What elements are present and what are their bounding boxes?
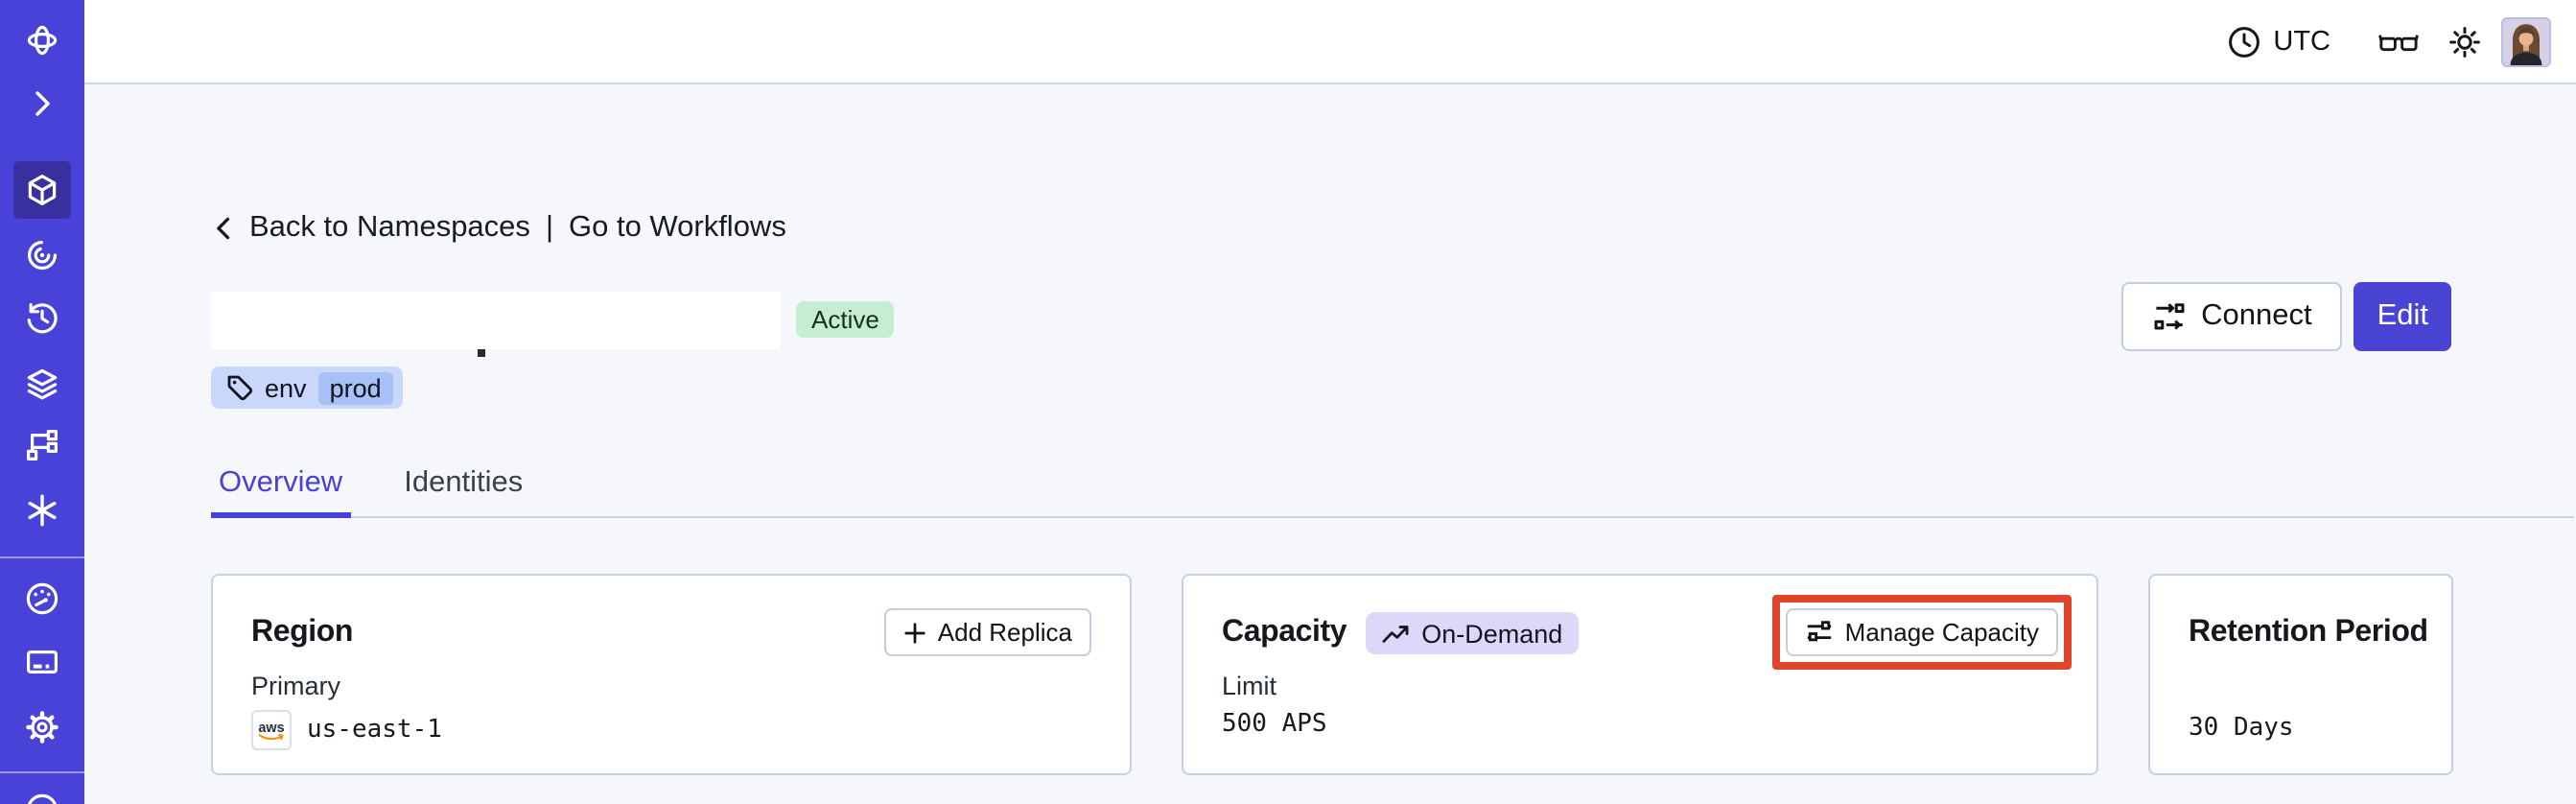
aws-logo: aws: [251, 710, 292, 750]
capacity-row-label: Limit: [1222, 672, 1277, 700]
aws-smile-swoosh: [258, 734, 284, 741]
back-chevron-icon[interactable]: [211, 213, 238, 244]
tabs: Overview Identities: [211, 466, 2574, 518]
breadcrumb: Back to Namespaces | Go to Workflows: [211, 84, 2453, 246]
connect-icon: [2153, 303, 2184, 330]
tabs-divider: [213, 516, 2574, 518]
manage-capacity-button[interactable]: Manage Capacity: [1785, 608, 2058, 656]
retention-value: 30 Days: [2189, 714, 2294, 743]
trending-up-icon: [1382, 625, 1409, 642]
main-content: Back to Namespaces | Go to Workflows Act…: [84, 84, 2576, 804]
avatar-image: [2503, 18, 2549, 64]
tag-chip-env-prod: env prod: [211, 367, 403, 409]
manage-capacity-label: Manage Capacity: [1844, 618, 2039, 647]
sidebar-nav: [0, 0, 84, 804]
sidebar-item-namespaces[interactable]: [13, 161, 71, 219]
capacity-card: Capacity On-Demand: [1182, 574, 2098, 775]
namespaces-cube-icon: [28, 175, 57, 205]
aws-logo-text: aws: [258, 721, 284, 736]
back-to-namespaces-link[interactable]: Back to Namespaces: [249, 211, 530, 244]
sidebar-item-usage[interactable]: [23, 579, 61, 618]
breadcrumb-separator: |: [545, 211, 553, 244]
connect-button-label: Connect: [2201, 299, 2312, 332]
layers-icon: [27, 368, 58, 400]
sidebar-divider: [0, 771, 84, 773]
tag-icon: [227, 375, 253, 401]
glasses-icon: [2378, 34, 2419, 51]
sidebar-item-nexus[interactable]: [23, 491, 61, 530]
sidebar-divider: [0, 556, 84, 558]
add-replica-label: Add Replica: [937, 618, 1072, 647]
region-card-title: Region: [251, 616, 354, 649]
user-avatar[interactable]: [2501, 16, 2551, 66]
sliders-icon: [1807, 621, 1831, 642]
edit-button-label: Edit: [2377, 299, 2428, 332]
sidebar-item-billing[interactable]: [23, 643, 61, 681]
namespace-title-row: Active Connect Edit: [211, 282, 2453, 356]
history-clock-icon: [27, 303, 58, 334]
sidebar-item-bottom-partial[interactable]: [23, 791, 61, 804]
sun-icon: [2449, 26, 2480, 57]
manage-capacity-highlight-annotation: Manage Capacity: [1771, 595, 2072, 670]
namespace-name-redacted: [211, 291, 781, 348]
connect-button[interactable]: Connect: [2120, 282, 2343, 351]
tag-key: env: [265, 373, 307, 402]
sidebar-item-batch-operations[interactable]: [23, 426, 61, 464]
gear-icon: [26, 711, 59, 744]
sidebar-item-schedules[interactable]: [23, 299, 61, 338]
on-demand-badge: On-Demand: [1366, 612, 1579, 654]
region-value: us-east-1: [307, 716, 442, 745]
clock-icon: [2229, 26, 2260, 57]
go-to-workflows-link[interactable]: Go to Workflows: [569, 211, 786, 244]
tab-identities[interactable]: Identities: [404, 466, 524, 499]
namespace-actions: Connect Edit: [2120, 282, 2451, 351]
capacity-value: 500 APS: [1222, 710, 1327, 739]
sidebar-item-settings[interactable]: [23, 708, 61, 746]
edit-button[interactable]: Edit: [2354, 282, 2451, 351]
workflows-spiral-icon: [28, 241, 57, 270]
add-replica-button[interactable]: Add Replica: [883, 608, 1091, 656]
feedback-glasses-button[interactable]: [2378, 28, 2419, 55]
theme-toggle-button[interactable]: [2447, 24, 2482, 59]
redaction-artifact-dot: [478, 349, 485, 356]
plus-icon: [904, 622, 925, 643]
retention-card: Retention Period 30 Days: [2148, 574, 2453, 775]
asterisk-icon: [28, 494, 57, 527]
timezone-label: UTC: [2273, 26, 2330, 57]
namespace-tags: env prod: [211, 367, 2453, 411]
overview-cards: Region Add Replica Primary aws: [211, 574, 2453, 775]
sidebar-expand-chevron-icon[interactable]: [23, 84, 61, 123]
status-badge: Active: [796, 301, 895, 338]
capacity-card-title: Capacity: [1222, 616, 1347, 649]
region-row-label: Primary: [251, 672, 340, 700]
top-bar: UTC: [84, 0, 2576, 84]
sidebar-item-deployments[interactable]: [23, 365, 61, 403]
timezone-selector[interactable]: UTC: [2227, 24, 2330, 59]
branch-icon: [26, 429, 58, 461]
tag-value: prod: [317, 371, 393, 404]
retention-card-title: Retention Period: [2189, 616, 2428, 649]
on-demand-badge-label: On-Demand: [1421, 619, 1563, 648]
billing-card-icon: [26, 650, 58, 674]
sidebar-item-workflows[interactable]: [23, 236, 61, 274]
temporal-logo-icon[interactable]: [23, 21, 61, 59]
tab-overview[interactable]: Overview: [211, 466, 351, 518]
gauge-icon: [26, 582, 59, 615]
region-card: Region Add Replica Primary aws: [211, 574, 1132, 775]
